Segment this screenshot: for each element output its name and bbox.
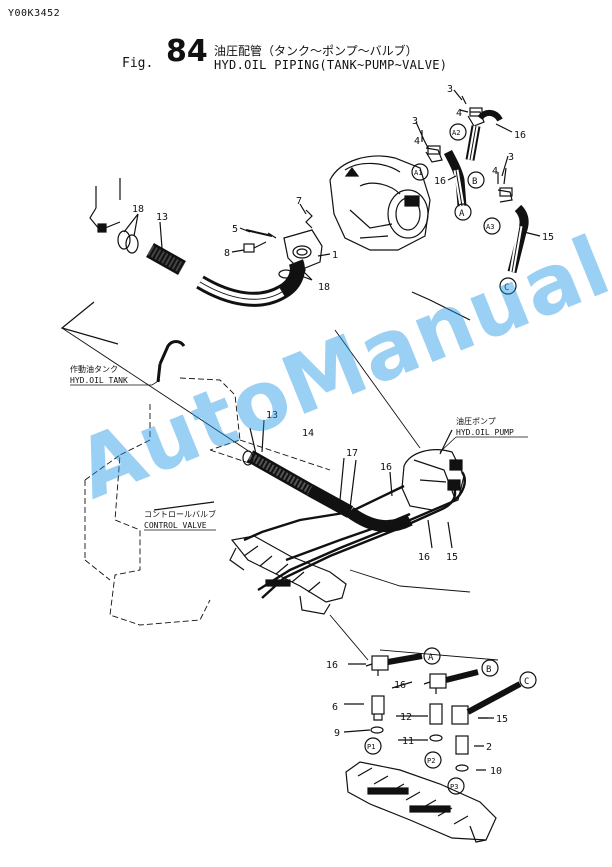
part-number: 16 [326,660,338,671]
part-number: 18 [318,282,330,293]
part-number: 4 [414,136,420,147]
connector-label-p1: P1 [367,743,375,751]
connector-b-bubble-bottom [481,659,499,677]
part-number: 9 [334,728,340,739]
connector-a1-bubble [411,163,429,181]
mid-pipe-14 [306,484,354,518]
document-code: Y00K3452 [8,8,61,19]
part-number: 13 [266,410,278,421]
connector-label-a1: A1 [414,169,422,177]
bottom-elbow-16-a [365,653,423,676]
connector-label-a-bottom: A [428,653,434,663]
connector-a3-bubble [483,217,501,235]
mid-suction-hose-13 [242,450,314,496]
part-number: 11 [402,736,414,747]
hose-clamps-18-left [117,230,139,254]
connector-a-bubble-bottom [423,647,441,665]
part-number: 7 [296,196,302,207]
tank-outlet-detail [89,178,121,233]
connector-c-bubble-bottom [519,671,537,689]
connector-p2-bubble [424,751,442,769]
o-ring-11 [429,734,443,742]
hose-16-upper [465,110,503,161]
part-number: 16 [434,176,446,187]
part-number: 5 [232,224,238,235]
connector-p3-bubble [447,777,465,795]
connector-c-bubble-top [499,277,517,295]
fitting-3-4-a1 [421,130,443,163]
mid-control-valve [229,535,347,615]
part-number: 16 [380,462,392,473]
connector-label-a3: A3 [486,223,494,231]
part-number: 15 [542,232,554,243]
valve-label-ja: コントロールバルブ [144,509,216,519]
title-japanese: 油圧配管（タンク～ポンプ～バルブ） [214,44,418,58]
part-number: 16 [394,680,406,691]
connector-label-b-bottom: B [486,665,491,675]
tank-filler-tube [156,340,186,383]
fitting-3-4-a3 [497,172,513,203]
connector-label-a2: A2 [452,129,460,137]
mid-pressure-lines [243,471,466,599]
connector-p1-bubble [364,737,382,755]
tank-label-ja: 作動油タンク [70,364,118,374]
part-number: 10 [490,766,502,777]
bottom-elbow-16-b [423,669,479,694]
hydraulic-tank-outline [84,377,331,626]
valve-label-en: CONTROL VALVE [144,521,207,530]
part-number: 15 [496,714,508,725]
part-number: 1 [332,250,338,261]
connector-label-c-bottom: C [524,677,529,687]
title-english: HYD.OIL PIPING(TANK~PUMP~VALVE) [214,58,448,72]
part-number: 17 [346,448,358,459]
connector-label-p2: P2 [427,757,435,765]
part-number: 8 [224,248,230,259]
part-number: 3 [447,84,453,95]
spring-pin-7 [305,209,313,229]
part-number: 4 [456,108,462,119]
pump-label-ja: 油圧ポンプ [456,416,496,426]
hose-16-lower [443,149,467,207]
connector-a2-bubble [449,123,467,141]
adapter-6 [371,695,385,721]
hydraulic-pump-body-top [329,155,431,251]
part-number: 16 [418,552,430,563]
connector-b-bubble-top [467,171,485,189]
pump-label-en: HYD.OIL PUMP [456,428,514,437]
part-number: 13 [156,212,168,223]
bottom-control-valve [345,761,497,843]
part-number: 6 [332,702,338,713]
figure-number: 84 [166,34,208,69]
part-number: 14 [302,428,314,439]
o-rings-18-right [278,265,306,279]
connector-a-bubble-top [454,203,472,221]
suction-flange-1 [283,229,323,271]
figure-prefix: Fig. [122,56,154,71]
part-number: 4 [492,166,498,177]
part-number: 15 [446,552,458,563]
connector-label-p3: P3 [450,783,458,791]
part-number: 2 [486,742,492,753]
part-number: 3 [508,152,514,163]
bolt-8 [243,241,267,253]
adapter-2 [455,735,469,755]
o-ring-9 [370,726,384,734]
tank-label-en: HYD.OIL TANK [70,376,128,385]
o-ring-10 [455,764,469,772]
part-number: 3 [412,116,418,127]
part-number: 18 [132,204,144,215]
hose-15-top [507,204,529,274]
bolt-5 [245,229,277,239]
part-number: 12 [400,712,412,723]
adapter-12 [429,703,443,725]
part-number: 16 [514,130,526,141]
suction-hose-13 [146,243,305,307]
connector-label-b-top: B [472,177,477,187]
connector-label-a-top: A [459,209,465,219]
connector-label-c-top: C [504,283,509,293]
